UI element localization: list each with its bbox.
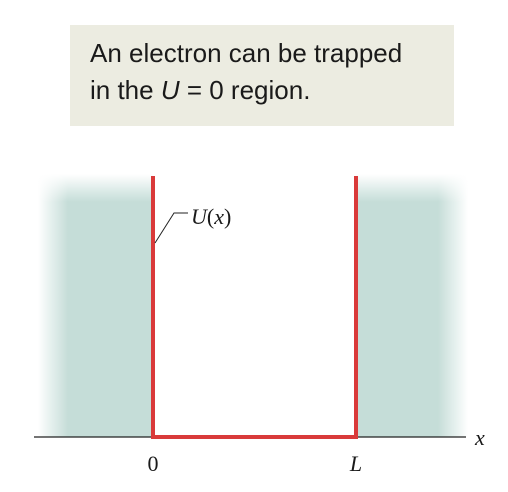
tick-label-L: L [349, 451, 362, 476]
x-axis-label: x [474, 425, 485, 450]
fade-edge [38, 174, 68, 437]
label-leader-line [154, 212, 188, 244]
fade-edge [356, 174, 468, 202]
caption-box: An electron can be trapped in the U = 0 … [70, 25, 454, 126]
caption-line-2: in the U = 0 region. [90, 72, 438, 109]
potential-curve [151, 176, 358, 439]
caption-text-end: = 0 region. [179, 75, 311, 105]
fade-edge [438, 174, 468, 437]
tick-label-zero: 0 [148, 451, 159, 476]
fade-edge [38, 174, 153, 202]
caption-variable: U [160, 75, 180, 105]
caption-line-1: An electron can be trapped [90, 38, 403, 68]
curve-label: U(x) [191, 204, 231, 229]
caption-text: in the [90, 75, 161, 105]
